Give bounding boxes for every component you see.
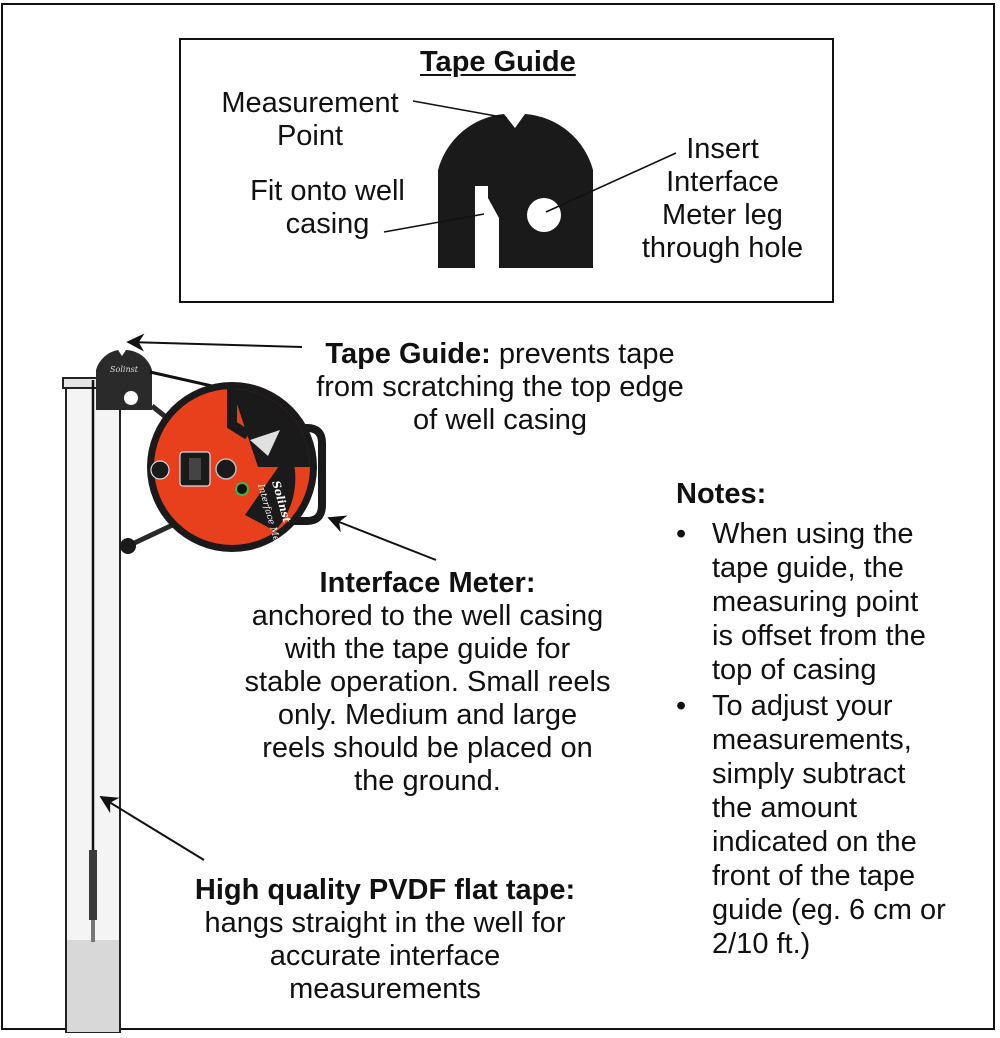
- svg-text:Solinst: Solinst: [110, 365, 139, 374]
- note-item: • To adjust your measurements, simply su…: [676, 690, 946, 960]
- probe-tip: [91, 920, 95, 942]
- probe: [89, 850, 97, 920]
- tape-guide-callout: Tape Guide: prevents tape from scratchin…: [316, 338, 684, 436]
- insert-meter-leg-label: Insert Interface Meter leg through hole: [641, 133, 804, 264]
- interface-meter-callout: Interface Meter: anchored to the well ca…: [244, 567, 611, 797]
- interface-meter-reel: Solinst Interface Meter: [147, 382, 326, 556]
- notes-list: • When using the tape guide, the measuri…: [676, 517, 976, 963]
- measurement-point-label: Measurement Point: [221, 87, 399, 152]
- fit-onto-casing-label: Fit onto well casing: [250, 175, 405, 240]
- fit-casing-leader: [383, 213, 485, 233]
- measurement-point-leader: [412, 100, 508, 119]
- meter-leg-hole: [527, 198, 561, 232]
- flat-tape-arrow: [99, 796, 205, 861]
- flat-tape-callout: High quality PVDF flat tape: hangs strai…: [194, 874, 576, 1005]
- interface-meter-arrow: [327, 515, 437, 561]
- notes-heading: Notes:: [676, 478, 767, 510]
- note-item: • When using the tape guide, the measuri…: [676, 518, 926, 686]
- tape-guide-arrow: [126, 333, 303, 352]
- tape-guide-detail-shape: [438, 114, 593, 268]
- diagram-frame: [1, 3, 995, 1030]
- tape-guide-callout-bold: Tape Guide:: [325, 338, 491, 370]
- insert-leg-leader: [545, 152, 677, 213]
- inset-title: Tape Guide: [420, 46, 576, 78]
- tape-guide-inset: [179, 38, 834, 303]
- tape-guide-small: Solinst: [96, 350, 152, 410]
